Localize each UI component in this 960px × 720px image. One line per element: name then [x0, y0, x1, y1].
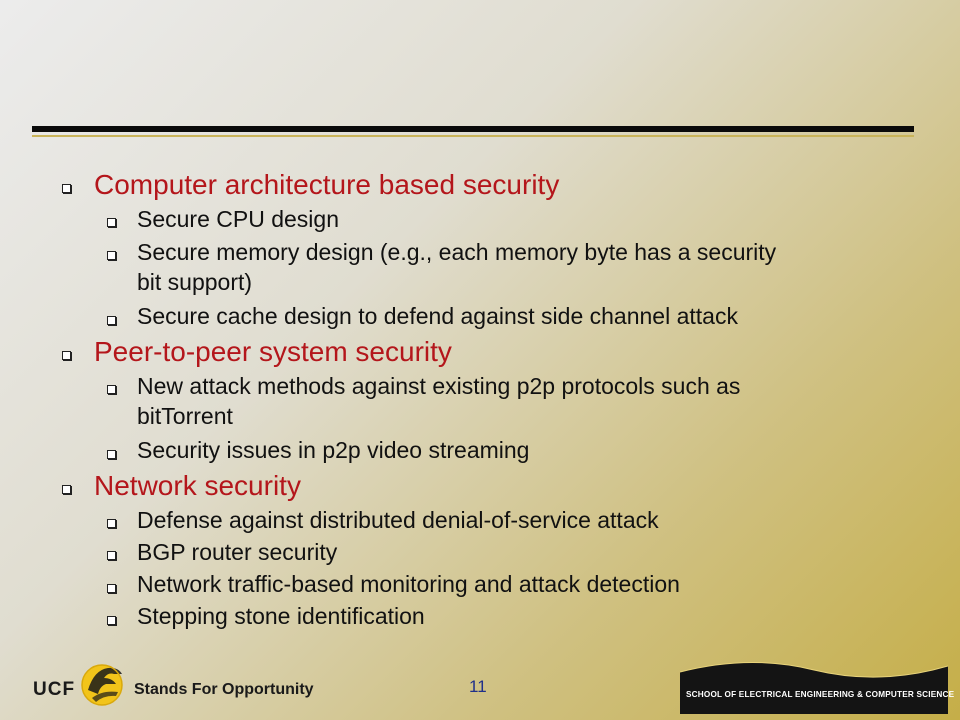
- square-bullet-icon: [107, 251, 116, 260]
- pegasus-logo-icon: [81, 664, 123, 706]
- section-heading: Peer-to-peer system security: [94, 336, 452, 367]
- list-item: Secure CPU design: [137, 206, 339, 232]
- title-rule-thin: [32, 135, 914, 137]
- square-bullet-icon: [107, 616, 116, 625]
- square-bullet-icon: [107, 519, 116, 528]
- title-rule-thick: [32, 126, 914, 132]
- school-name: SCHOOL OF ELECTRICAL ENGINEERING & COMPU…: [686, 690, 955, 699]
- section-heading: Computer architecture based security: [94, 169, 560, 200]
- square-bullet-icon: [107, 450, 116, 459]
- square-bullet-icon: [62, 485, 71, 494]
- section-heading: Network security: [94, 470, 301, 501]
- list-item: Stepping stone identification: [137, 603, 425, 629]
- page-number: 11: [469, 677, 487, 696]
- square-bullet-icon: [107, 551, 116, 560]
- square-bullet-icon: [107, 218, 116, 227]
- list-item: Defense against distributed denial-of-se…: [137, 507, 659, 533]
- square-bullet-icon: [107, 385, 116, 394]
- list-item: Secure cache design to defend against si…: [137, 303, 738, 329]
- square-bullet-icon: [62, 351, 71, 360]
- ucf-logo-text: UCF: [33, 679, 76, 700]
- list-item-continuation: bit support): [137, 269, 253, 295]
- list-item: Secure memory design (e.g., each memory …: [137, 239, 777, 265]
- tagline: Stands For Opportunity: [134, 681, 314, 698]
- square-bullet-icon: [62, 184, 71, 193]
- list-item: Security issues in p2p video streaming: [137, 437, 530, 463]
- square-bullet-icon: [107, 316, 116, 325]
- school-banner-logo: [680, 662, 948, 714]
- list-item: BGP router security: [137, 539, 338, 565]
- square-bullet-icon: [107, 584, 116, 593]
- list-item: New attack methods against existing p2p …: [137, 373, 741, 399]
- list-item: Network traffic-based monitoring and att…: [137, 571, 680, 597]
- list-item-continuation: bitTorrent: [137, 403, 233, 429]
